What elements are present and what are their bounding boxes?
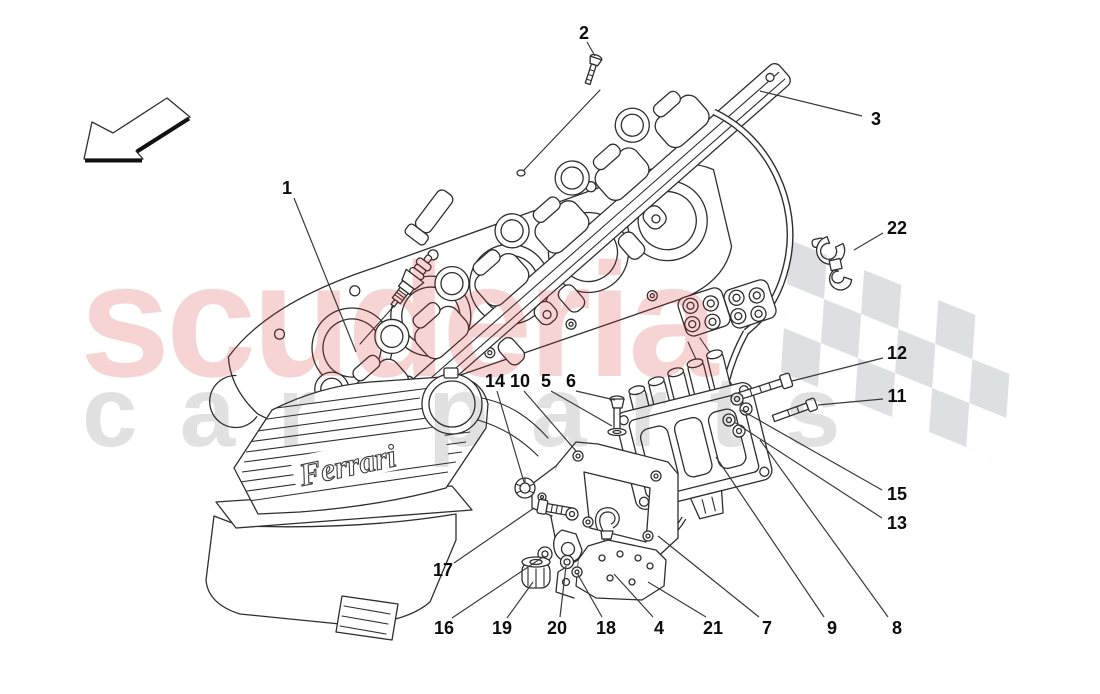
washer-stack	[722, 392, 753, 438]
callout-leader-12	[791, 357, 884, 382]
callout-leader-14	[496, 390, 525, 483]
callout-leader-7	[657, 535, 760, 618]
callout-leader-16	[451, 556, 544, 619]
plug-locator-line	[359, 305, 395, 345]
spark-plug	[390, 254, 433, 308]
fastener-cluster	[514, 477, 583, 589]
callout-leader-20	[559, 565, 567, 618]
bolt	[771, 397, 819, 423]
callout-leader-1	[293, 197, 357, 353]
bolt	[737, 372, 794, 401]
callout-leader-13	[733, 421, 883, 519]
callout-leader-5	[550, 390, 613, 427]
callout-leader-19	[506, 581, 534, 619]
callout-leader-3	[759, 90, 863, 117]
connector-block	[677, 287, 731, 337]
module-towers	[628, 349, 732, 414]
callout-leader-8	[759, 439, 889, 618]
connector-block	[723, 279, 777, 329]
callout-leader-10	[523, 390, 577, 452]
callout-leader-17	[453, 507, 535, 564]
callout-leader-6	[575, 390, 616, 401]
checkered-flag-pattern	[780, 240, 1013, 463]
module-connector	[689, 489, 724, 520]
screw-locator-line	[523, 89, 601, 171]
callout-leader-4	[613, 573, 654, 618]
bolt-and-washer	[607, 395, 627, 437]
callout-leader-21	[647, 581, 707, 618]
callout-leader-2	[586, 41, 596, 57]
air-filter-box: Ferrari	[205, 367, 549, 641]
rail-screw-hole	[516, 169, 526, 177]
cable-clip	[811, 236, 853, 291]
coil-boot	[404, 189, 454, 246]
arrow-down-left-icon	[83, 97, 191, 163]
callout-leader-9	[715, 456, 825, 618]
callout-leader-11	[817, 398, 884, 406]
rail-screw	[584, 53, 603, 86]
bracket-stud	[600, 530, 614, 540]
callout-leader-22	[853, 232, 884, 251]
callout-leader-18	[576, 572, 603, 618]
callout-leader-15	[740, 409, 883, 491]
